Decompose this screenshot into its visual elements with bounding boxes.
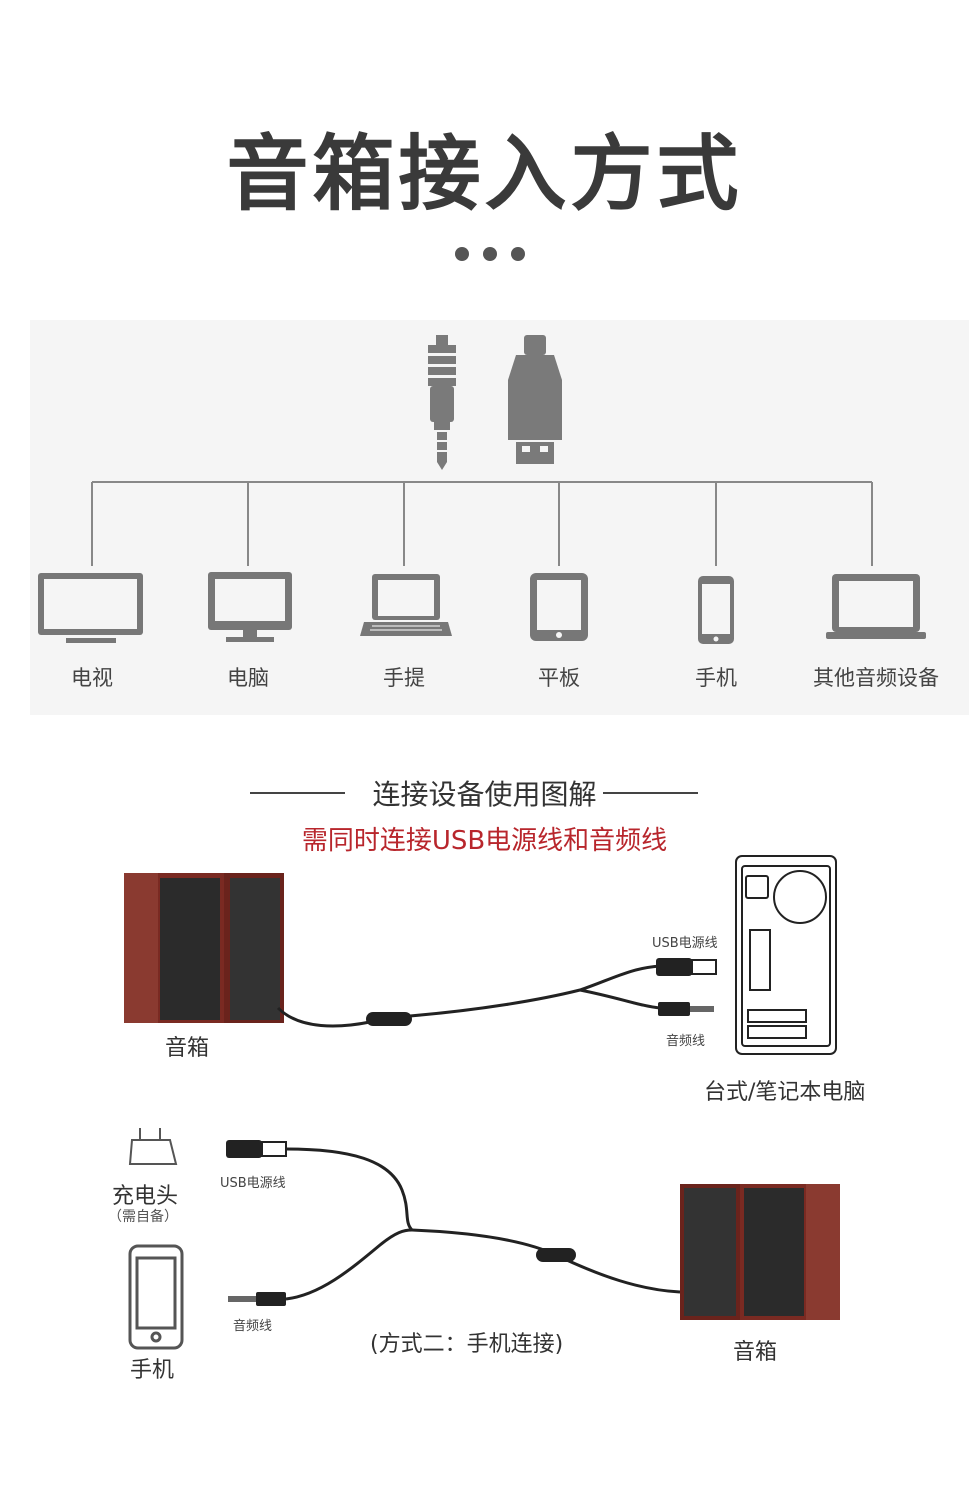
tv-icon xyxy=(38,573,143,643)
usb-plug-icon xyxy=(508,335,562,464)
tablet-icon xyxy=(530,573,588,641)
phone-icon xyxy=(128,1244,184,1350)
page-title: 音箱接入方式 xyxy=(226,127,743,222)
computer-label: 台式/笔记本电脑 xyxy=(704,1080,866,1105)
audio-device-icon xyxy=(826,574,926,639)
dot-indicator xyxy=(455,247,469,261)
inline-switch xyxy=(536,1248,576,1262)
cable xyxy=(276,964,661,1028)
speaker-label: 音箱 xyxy=(165,1036,210,1061)
dot-indicator xyxy=(483,247,497,261)
dot-indicator xyxy=(511,247,525,261)
speaker-image xyxy=(680,1184,840,1320)
usb-cable-label: USB电源线 xyxy=(652,936,718,951)
audio-cable-label: 音频线 xyxy=(233,1319,273,1334)
device-label-laptop: 手提 xyxy=(383,666,425,690)
audio-cable-label: 音频线 xyxy=(666,1034,706,1049)
charger-note: （需自备） xyxy=(108,1209,178,1225)
divider-right xyxy=(603,792,698,794)
speaker-label: 音箱 xyxy=(733,1340,778,1365)
section-title: 连接设备使用图解 xyxy=(372,778,597,811)
phone-icon xyxy=(698,576,734,644)
phone-label: 手机 xyxy=(130,1358,175,1383)
usb-plug-icon xyxy=(656,958,717,976)
device-label-computer: 电脑 xyxy=(227,666,269,690)
usb-cable-label: USB电源线 xyxy=(220,1176,286,1191)
usb-plug-icon xyxy=(226,1140,287,1158)
charger-icon xyxy=(128,1128,178,1165)
cable xyxy=(285,1147,681,1301)
connection-tree xyxy=(91,481,873,566)
device-label-tablet: 平板 xyxy=(538,666,580,690)
device-label-other: 其他音频设备 xyxy=(813,666,939,690)
divider-left xyxy=(250,792,345,794)
audio-jack-icon xyxy=(658,1002,714,1016)
inline-switch xyxy=(366,1012,412,1026)
speaker-image xyxy=(124,873,284,1023)
device-panel xyxy=(30,320,969,715)
charger-label: 充电头 xyxy=(112,1184,179,1209)
audio-jack-icon xyxy=(428,335,456,470)
laptop-icon xyxy=(360,574,452,636)
computer-tower-icon xyxy=(735,855,837,1055)
device-label-phone: 手机 xyxy=(695,666,737,690)
method-caption: (方式二：手机连接) xyxy=(370,1332,564,1357)
section-subtitle: 需同时连接USB电源线和音频线 xyxy=(301,826,668,856)
monitor-icon xyxy=(208,572,292,642)
device-label-tv: 电视 xyxy=(71,666,113,690)
audio-jack-icon xyxy=(228,1292,286,1306)
